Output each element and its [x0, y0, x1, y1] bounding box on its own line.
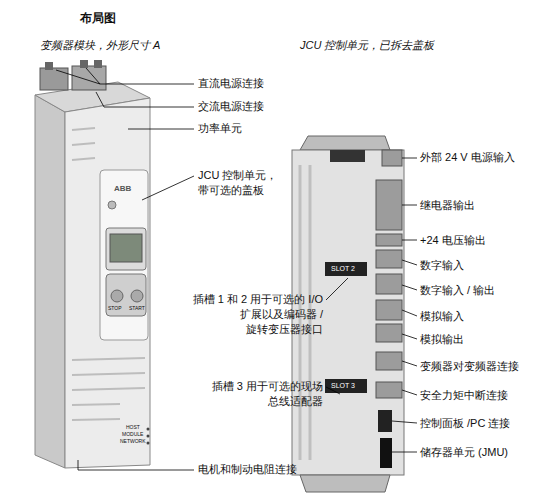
keypad	[106, 274, 146, 316]
callout-label: 外部 24 V 电源输入	[420, 150, 515, 165]
callout-label: 交流电源连接	[198, 99, 264, 114]
slot-connector	[325, 379, 367, 393]
leader-lines	[56, 68, 417, 470]
callout-label: 插槽 3 用于可选的现场 总线适配器	[185, 379, 323, 409]
device-marking: NETWORK	[120, 439, 146, 444]
subtitle: JCU 控制单元，已拆去盖板	[300, 38, 434, 53]
bottom-bracket	[300, 475, 390, 492]
top-bracket	[300, 136, 390, 150]
device-marking: START	[129, 306, 145, 311]
callout-label: 数字输入	[420, 258, 464, 273]
slot-connector	[330, 150, 365, 162]
dc-terminal	[40, 68, 68, 90]
callout-label: 安全力矩中断连接	[420, 388, 508, 403]
terminal-screw	[94, 60, 102, 68]
key	[131, 290, 143, 302]
callout-label: 功率单元	[198, 121, 242, 136]
callout-label: JCU 控制单元， 带可选的盖板	[198, 168, 298, 198]
display	[110, 234, 142, 262]
callout-label: +24 电压输出	[420, 233, 486, 248]
drive-module	[35, 60, 150, 468]
callout-label: 直流电源连接	[198, 76, 264, 91]
slot-connector	[325, 262, 367, 276]
callout-label: 模拟输入	[420, 309, 464, 324]
front-face	[65, 98, 150, 468]
led	[147, 435, 150, 438]
terminal-blocks	[376, 150, 402, 398]
device-marking: STOP	[108, 306, 122, 311]
led	[147, 442, 150, 445]
control-panel	[106, 228, 146, 270]
ac-terminal	[72, 66, 106, 90]
subtitle: 变频器模块，外形尺寸 A	[40, 38, 160, 53]
panel-connector	[378, 410, 392, 432]
screw	[108, 201, 116, 209]
device-marking: SLOT 2	[331, 265, 355, 272]
title: 布局图	[80, 10, 116, 27]
callout-label: 模拟输出	[420, 332, 464, 347]
vent-slots	[72, 128, 145, 420]
key	[111, 290, 123, 302]
jcu-cover	[100, 170, 148, 340]
callout-label: 储存器单元 (JMU)	[420, 445, 508, 460]
device-marking: ABB	[114, 185, 131, 193]
callout-label: 插槽 1 和 2 用于可选的 I/O 扩展以及编码器 / 旋转变压器接口	[185, 292, 323, 337]
memory-unit	[380, 438, 392, 468]
side-panel	[35, 95, 65, 468]
terminal-screw	[45, 62, 53, 70]
device-marking: MODULE	[122, 432, 143, 437]
callout-label: 继电器输出	[420, 198, 475, 213]
device-marking: SLOT 3	[331, 382, 355, 389]
callout-label: 数字输入 / 输出	[420, 283, 495, 298]
callout-label: 变频器对变频器连接	[420, 359, 519, 374]
device-marking: HOST	[126, 425, 140, 430]
callout-label: 控制面板 /PC 连接	[420, 416, 510, 431]
terminal-screw	[80, 60, 88, 68]
callout-label: 电机和制动电阻连接	[198, 462, 297, 477]
led	[147, 428, 150, 431]
